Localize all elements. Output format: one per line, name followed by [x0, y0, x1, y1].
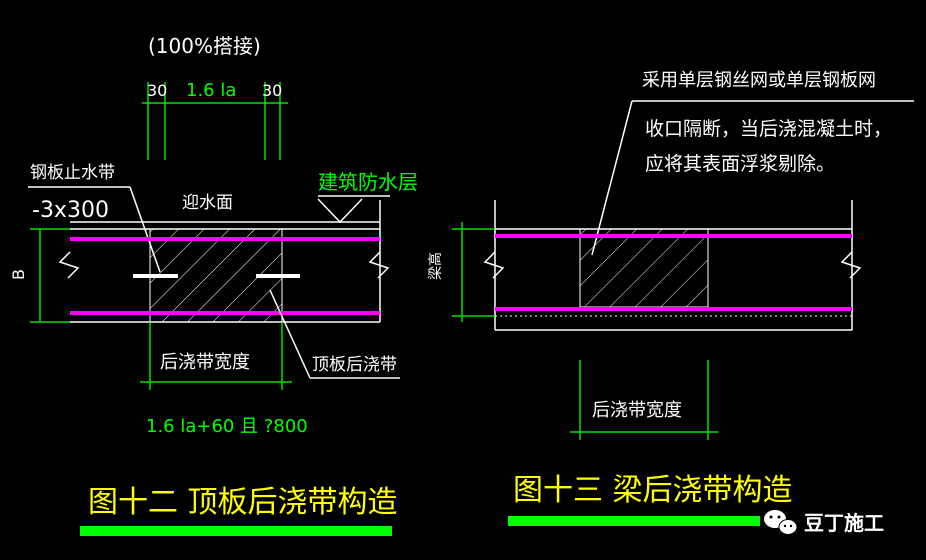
label-width-right: 后浇带宽度 — [592, 400, 682, 421]
label-steel-plate: 钢板止水带 — [30, 163, 115, 183]
label-b: B — [9, 269, 28, 280]
title-left: 图十二 顶板后浇带构造 — [88, 485, 398, 520]
watermark: 豆丁施工 — [764, 510, 884, 535]
label-upstream: 迎水面 — [182, 193, 233, 213]
title-underline-right — [508, 516, 760, 526]
left-diagram: (100%搭接) 30 1.6 la 30 钢板止水带 -3x300 建筑防水层… — [9, 34, 418, 536]
dim-30-left: 30 — [147, 81, 167, 100]
top-note: (100%搭接) — [148, 34, 261, 58]
dim-bottom: 1.6 la+60 且 ?800 — [146, 416, 308, 437]
note-line-1: 采用单层钢丝网或单层钢板网 — [642, 70, 876, 91]
title-underline-left — [80, 526, 392, 536]
label-waterproof: 建筑防水层 — [318, 170, 418, 194]
dim-la: 1.6 la — [186, 80, 236, 101]
watermark-text: 豆丁施工 — [804, 511, 884, 535]
right-diagram: 采用单层钢丝网或单层钢板网 收口隔断，当后浇混凝土时， 应将其表面浮浆剔除。 梁… — [427, 70, 914, 526]
label-width-left: 后浇带宽度 — [160, 352, 250, 373]
post-cast-band-right — [579, 228, 709, 308]
top-dimension — [142, 82, 288, 160]
title-right: 图十三 梁后浇带构造 — [513, 473, 793, 508]
wechat-icon — [764, 510, 798, 535]
label-beam-height: 梁高 — [427, 252, 444, 280]
note-line-3: 应将其表面浮浆剔除。 — [645, 153, 835, 175]
label-plate-size: -3x300 — [32, 198, 109, 223]
dim-30-right: 30 — [262, 81, 282, 100]
label-roof-band: 顶板后浇带 — [312, 355, 397, 375]
note-line-2: 收口隔断，当后浇混凝土时， — [645, 118, 892, 140]
